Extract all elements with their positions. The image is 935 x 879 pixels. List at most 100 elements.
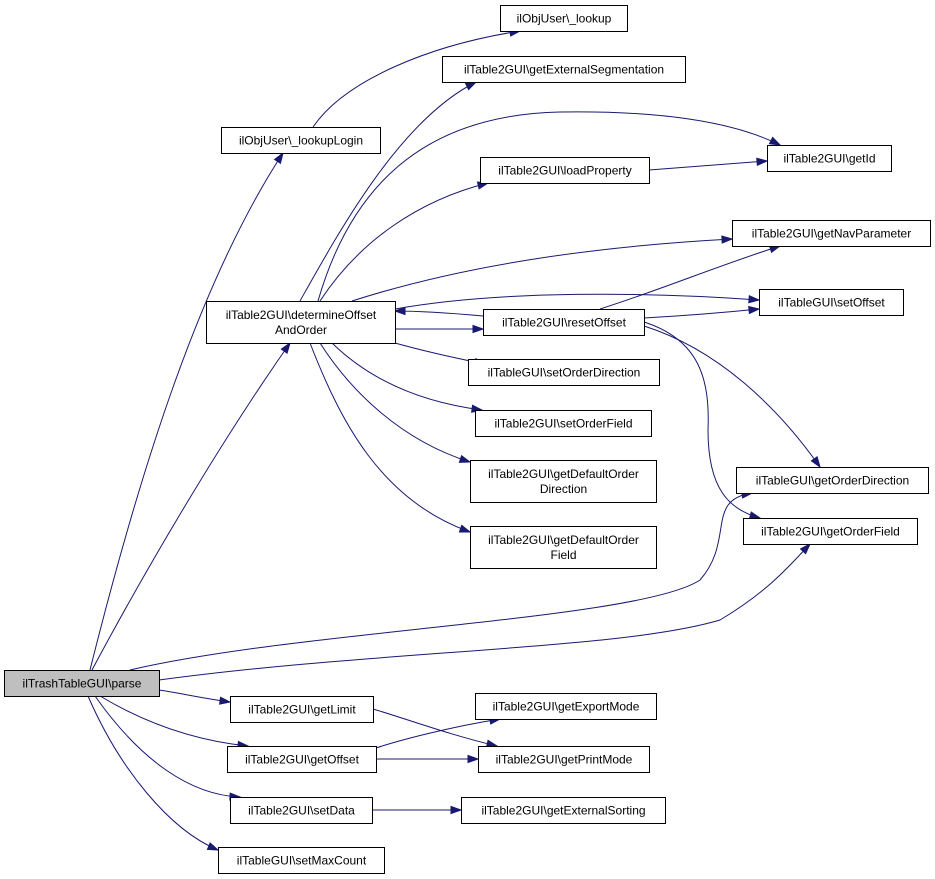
edge-line bbox=[129, 492, 753, 671]
edge-setData-to-getExternalSorting bbox=[372, 805, 463, 815]
node-box bbox=[230, 696, 374, 723]
edge-determineOffsetAndOrder-to-getExternalSegmentation bbox=[299, 81, 478, 302]
edge-determineOffsetAndOrder-to-getDefaultOrderField bbox=[309, 342, 472, 533]
node-getNavParameter[interactable]: ilTable2GUI\getNavParameter bbox=[732, 220, 931, 247]
node-box bbox=[221, 127, 381, 154]
edge-arrowhead bbox=[768, 136, 782, 146]
edge-loadProperty-to-getId bbox=[648, 157, 769, 171]
node-getId[interactable]: ilTable2GUI\getId bbox=[767, 145, 892, 172]
node-box bbox=[475, 410, 652, 437]
edge-arrowhead bbox=[273, 151, 284, 165]
node-box bbox=[743, 518, 918, 545]
edge-line bbox=[99, 695, 249, 747]
node-loadProperty[interactable]: ilTable2GUI\loadProperty bbox=[480, 157, 650, 184]
node-box bbox=[442, 56, 686, 83]
node-setData[interactable]: ilTable2GUI\setData bbox=[230, 797, 373, 824]
node-label: ilTable2GUI\determineOffset bbox=[226, 308, 377, 322]
edge-arrowhead bbox=[458, 454, 472, 463]
node-box bbox=[206, 301, 396, 344]
node-label: ilTableGUI\setMaxCount bbox=[237, 854, 367, 868]
edge-parse-to-getOffset bbox=[99, 695, 250, 750]
edge-line bbox=[351, 238, 733, 302]
node-getLimit[interactable]: ilTable2GUI\getLimit bbox=[230, 696, 374, 723]
node-box bbox=[480, 157, 650, 184]
node-label: ilTable2GUI\getOffset bbox=[245, 753, 360, 767]
node-setMaxCount[interactable]: ilTableGUI\setMaxCount bbox=[218, 847, 385, 874]
edge-line bbox=[91, 342, 291, 671]
edge-line bbox=[394, 310, 484, 317]
node-getOrderDirection[interactable]: ilTableGUI\getOrderDirection bbox=[736, 467, 929, 494]
edge-determineOffsetAndOrder-to-getId bbox=[317, 111, 782, 302]
edge-line bbox=[648, 160, 768, 171]
edge-arrowhead bbox=[756, 157, 769, 167]
edge-arrowhead bbox=[721, 235, 734, 244]
edge-resetOffset-to-determineOffsetAndOrder bbox=[393, 306, 484, 317]
edge-arrowhead bbox=[748, 305, 761, 315]
node-box bbox=[227, 746, 377, 773]
edge-line bbox=[94, 695, 241, 798]
edge-line bbox=[599, 245, 781, 310]
node-box bbox=[468, 359, 660, 386]
node-box bbox=[732, 220, 931, 247]
node-label: ilTable2GUI\getPrintMode bbox=[496, 753, 633, 767]
nodes-layer: ilTrashTableGUI\parse ilObjUser\_lookupil… bbox=[4, 5, 931, 874]
node-label: ilTable2GUI\getExportMode bbox=[493, 700, 640, 714]
node-label: ilTable2GUI\getOrderField bbox=[761, 525, 900, 539]
node-getExternalSegmentation[interactable]: ilTable2GUI\getExternalSegmentation bbox=[442, 56, 686, 83]
node-label: ilTable2GUI\getExternalSorting bbox=[481, 804, 645, 818]
edge-determineOffsetAndOrder-to-setOffset bbox=[394, 293, 761, 310]
node-box bbox=[500, 5, 628, 32]
node-label: ilTable2GUI\getNavParameter bbox=[752, 227, 911, 241]
node-label: ilTable2GUI\setOrderField bbox=[494, 417, 632, 431]
node-lookup[interactable]: ilObjUser\_lookup bbox=[500, 5, 628, 32]
edge-determineOffsetAndOrder-to-setOrderField bbox=[331, 342, 484, 413]
node-getExportMode[interactable]: ilTable2GUI\getExportMode bbox=[475, 693, 657, 720]
edge-line bbox=[317, 111, 781, 302]
edge-line bbox=[331, 342, 483, 411]
edge-line bbox=[643, 325, 821, 468]
edge-arrowhead bbox=[799, 542, 812, 555]
edge-determineOffsetAndOrder-to-getDefaultOrderDirection bbox=[319, 342, 472, 463]
node-setOrderDirection[interactable]: ilTableGUI\setOrderDirection bbox=[468, 359, 660, 386]
node-box bbox=[475, 693, 657, 720]
node-label: Direction bbox=[540, 482, 587, 496]
edge-arrowhead bbox=[472, 324, 485, 334]
node-parse[interactable]: ilTrashTableGUI\parse bbox=[4, 670, 160, 697]
node-label: Field bbox=[550, 548, 576, 562]
node-setOrderField[interactable]: ilTable2GUI\setOrderField bbox=[475, 410, 652, 437]
node-box bbox=[218, 847, 385, 874]
edge-arrowhead bbox=[458, 524, 472, 533]
node-label: ilTableGUI\getOrderDirection bbox=[756, 474, 909, 488]
edge-parse-to-lookupLogin bbox=[89, 151, 284, 671]
node-box bbox=[767, 145, 892, 172]
edge-determineOffsetAndOrder-to-loadProperty bbox=[319, 181, 490, 302]
node-label: ilTable2GUI\getDefaultOrder bbox=[488, 533, 639, 547]
edge-arrowhead bbox=[748, 295, 761, 304]
edge-line bbox=[89, 152, 284, 671]
node-label: ilTable2GUI\getDefaultOrder bbox=[488, 467, 639, 481]
node-label: ilTable2GUI\getLimit bbox=[248, 703, 356, 717]
node-getPrintMode[interactable]: ilTable2GUI\getPrintMode bbox=[478, 746, 650, 773]
node-getExternalSorting[interactable]: ilTable2GUI\getExternalSorting bbox=[461, 797, 666, 824]
edge-parse-to-setData bbox=[94, 695, 242, 801]
node-getOffset[interactable]: ilTable2GUI\getOffset bbox=[227, 746, 377, 773]
node-resetOffset[interactable]: ilTable2GUI\resetOffset bbox=[483, 309, 645, 336]
edge-line bbox=[158, 689, 231, 703]
edge-line bbox=[375, 718, 501, 749]
edge-line bbox=[643, 308, 760, 319]
edge-resetOffset-to-setOffset bbox=[643, 305, 761, 319]
node-label: AndOrder bbox=[275, 323, 327, 337]
node-lookupLogin[interactable]: ilObjUser\_lookupLogin bbox=[221, 127, 381, 154]
node-getOrderField[interactable]: ilTable2GUI\getOrderField bbox=[743, 518, 918, 545]
node-label: ilTableGUI\setOffset bbox=[778, 296, 885, 310]
edge-getOffset-to-getPrintMode bbox=[376, 754, 480, 764]
edge-arrowhead bbox=[748, 511, 762, 520]
node-label: ilTrashTableGUI\parse bbox=[23, 677, 142, 691]
edge-line bbox=[394, 293, 760, 310]
edge-line bbox=[643, 321, 761, 519]
node-setOffset[interactable]: ilTableGUI\setOffset bbox=[759, 289, 904, 316]
